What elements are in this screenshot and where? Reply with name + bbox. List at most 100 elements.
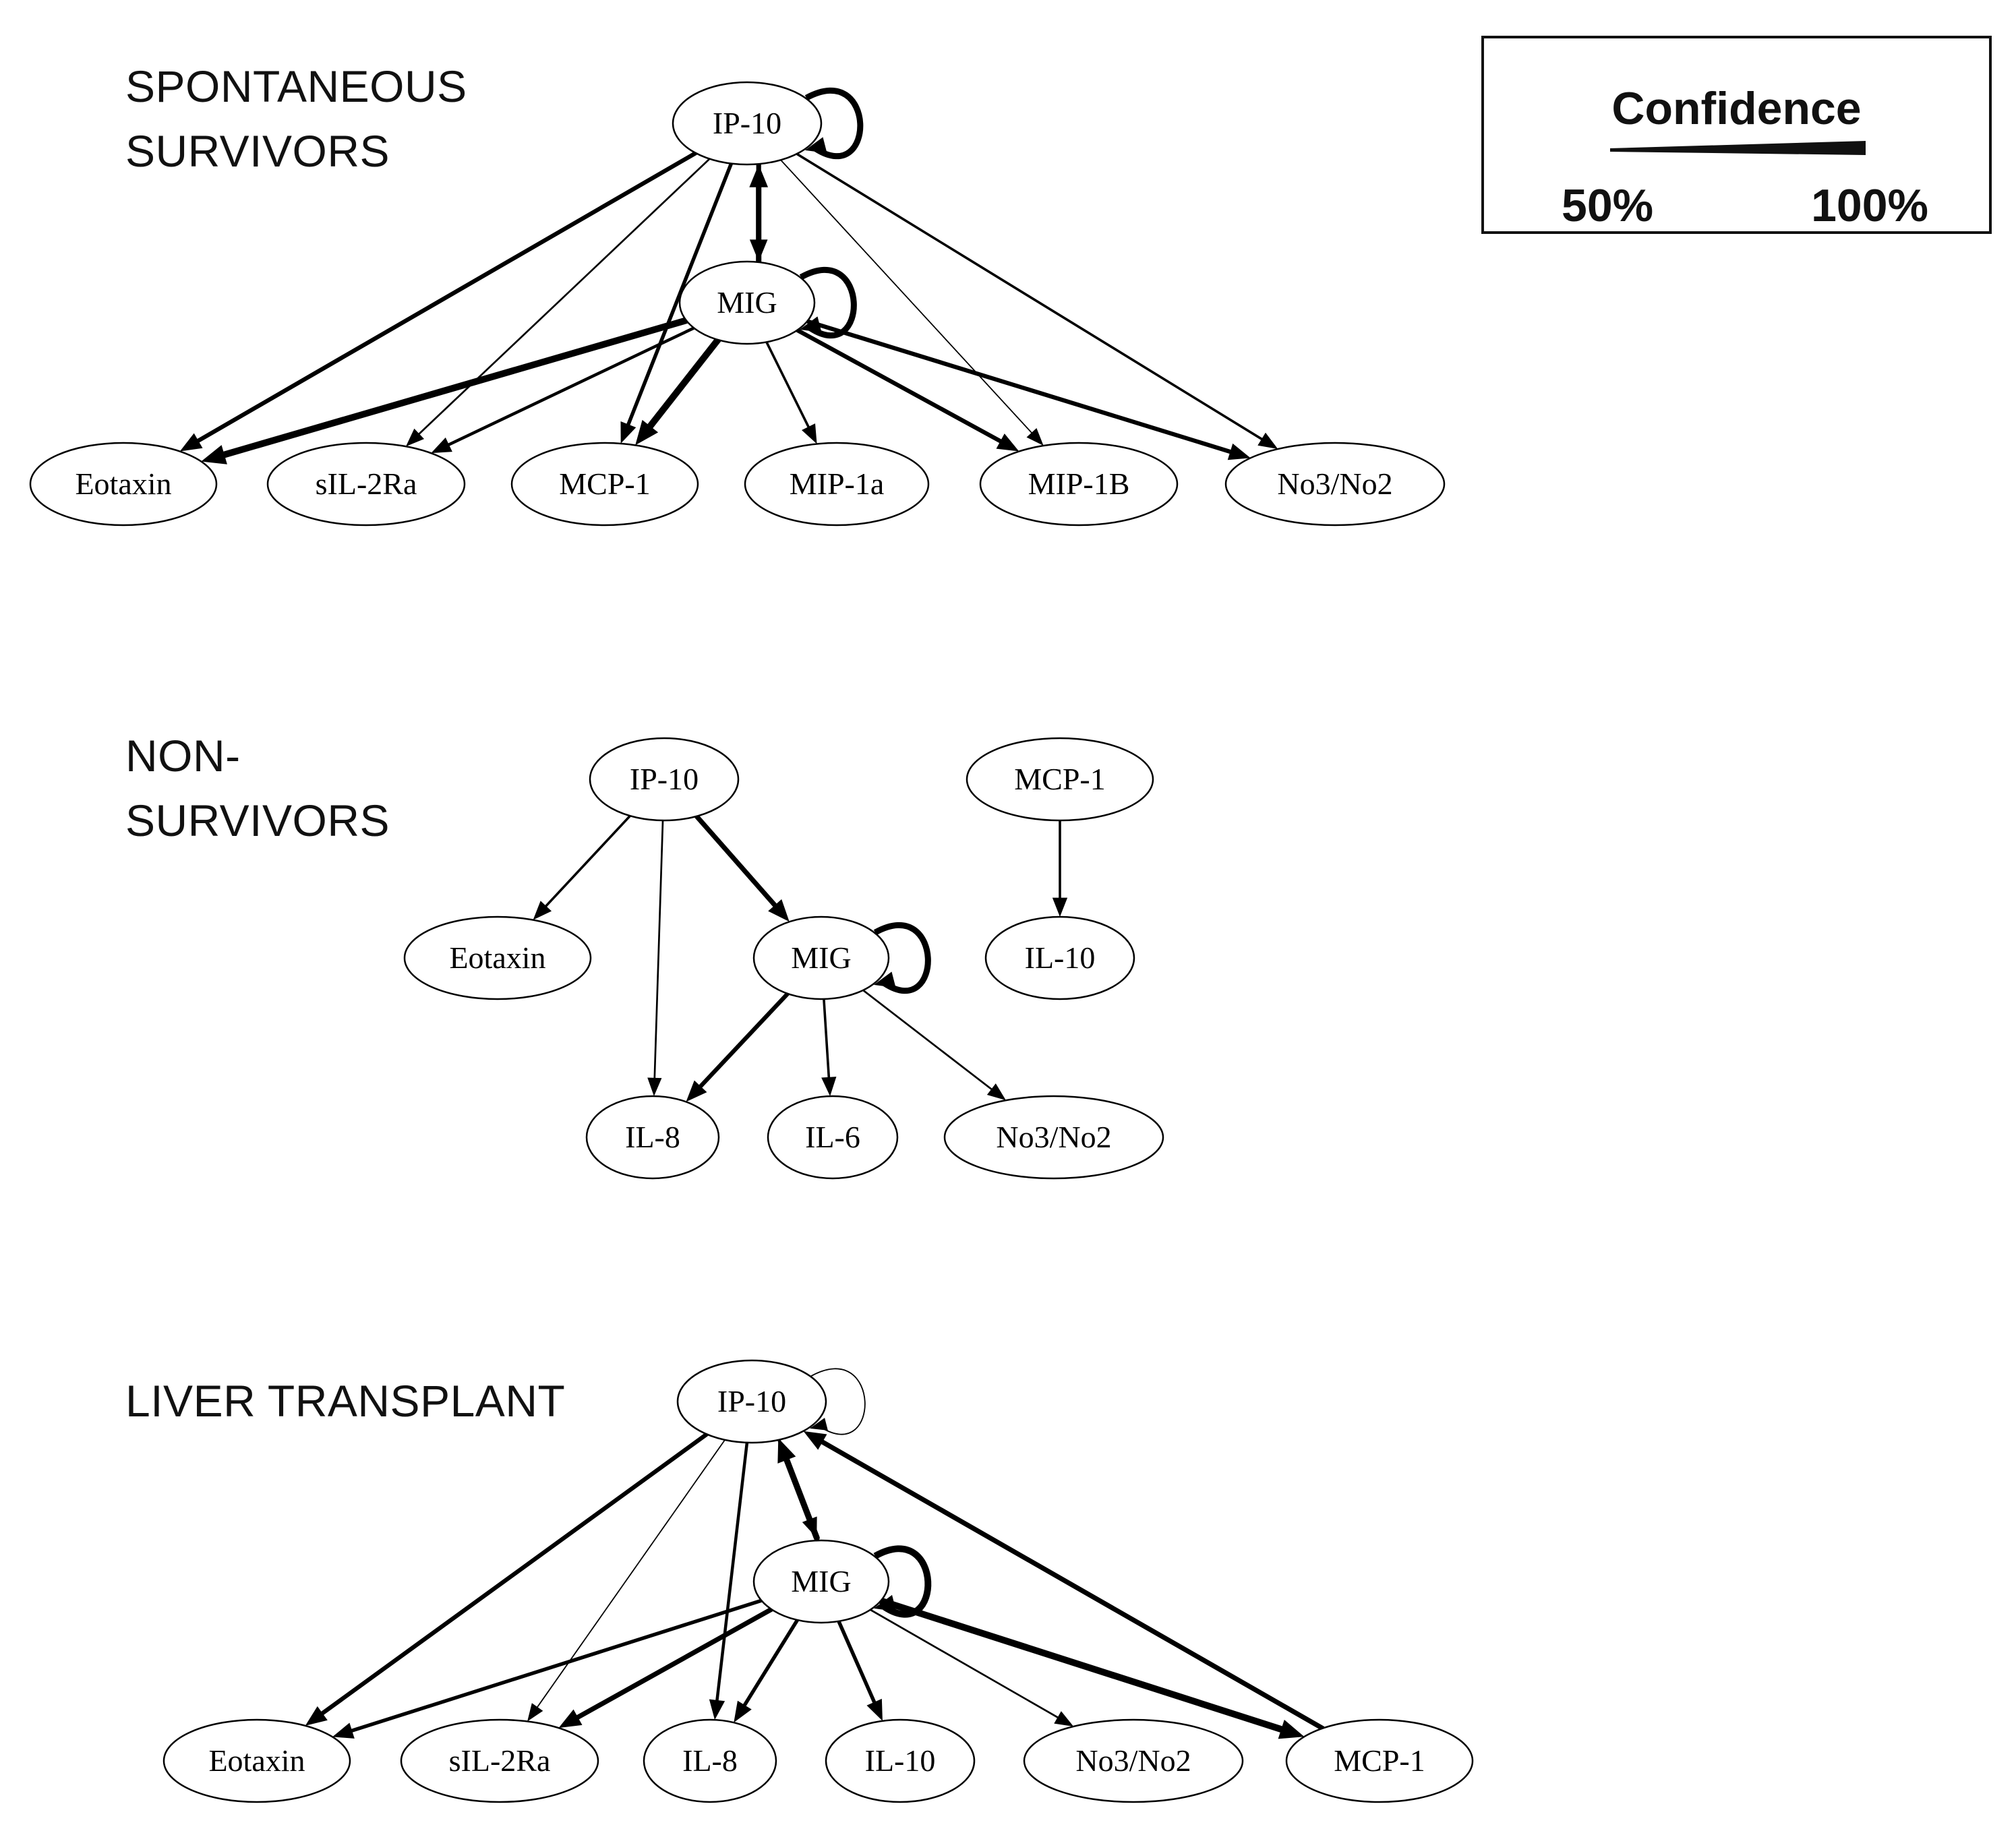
edges: [305, 1368, 1326, 1739]
node-ip10: IP-10: [589, 737, 740, 822]
node-il8-ellipse: [585, 1095, 720, 1180]
edge-mig-to-no3no2-arrow: [1054, 1711, 1074, 1726]
node-mcp1: MCP-1: [510, 442, 699, 527]
edge-ip10-to-mip1b-arrow: [1026, 427, 1044, 446]
legend-high-label: 100%: [1811, 180, 1928, 231]
edge-mig-to-mcp1: [645, 336, 721, 431]
edge-mig-to-mip1b: [795, 328, 1005, 445]
node-il10-label: IL-10: [1025, 940, 1096, 975]
node-mcp1-label: MCP-1: [1334, 1743, 1425, 1778]
node-mig: MIG: [752, 1539, 890, 1624]
edge-ip10-to-no3no2: [795, 152, 1265, 442]
edge-mig-to-ip10-arrow: [777, 1438, 796, 1464]
node-no3no2-ellipse: [1023, 1718, 1244, 1803]
edge-ip10-to-sil2ra-arrow: [405, 428, 425, 447]
node-eotaxin-label: Eotaxin: [75, 467, 171, 501]
edge-ip10-to-mcp1: [626, 161, 734, 429]
node-mcp1-ellipse: [966, 737, 1154, 822]
section-title-liver-transplant: LIVER TRANSPLANT: [125, 1376, 566, 1426]
node-mig-ellipse: [752, 1539, 890, 1624]
edge-mig-to-mcp1-arrow: [1278, 1719, 1305, 1739]
edge-mig-to-mig-arrow: [874, 971, 896, 988]
edge-mig-to-il10: [837, 1619, 877, 1706]
edge-mig-to-il6: [823, 998, 831, 1081]
node-ip10-ellipse: [676, 1359, 827, 1444]
edge-mig-to-mig: [873, 1545, 932, 1618]
confidence-legend: Confidence 50% 100%: [1481, 36, 1992, 234]
legend-title: Confidence: [1611, 83, 1862, 134]
node-sil2ra-ellipse: [400, 1718, 599, 1803]
node-mcp1: MCP-1: [966, 737, 1154, 822]
edge-ip10-to-no3no2-arrow: [1257, 432, 1278, 450]
node-il8-ellipse: [643, 1718, 777, 1803]
edge-ip10-to-eotaxin-arrow: [305, 1706, 328, 1726]
node-no3no2: No3/No2: [943, 1095, 1164, 1180]
node-il8: IL-8: [643, 1718, 777, 1803]
edge-mcp1-to-ip10: [818, 1438, 1326, 1731]
node-sil2ra-label: sIL-2Ra: [449, 1743, 551, 1778]
node-il6-label: IL-6: [805, 1120, 860, 1154]
edge-ip10-to-sil2ra: [535, 1439, 726, 1710]
node-mcp1-ellipse: [510, 442, 699, 527]
edge-mig-to-no3no2-arrow: [1227, 443, 1251, 460]
edge-ip10-to-il8: [653, 819, 664, 1081]
edge-mig-to-ip10-arrow: [749, 164, 769, 187]
edge-ip10-to-eotaxin-arrow: [179, 433, 203, 452]
edge-mig-to-eotaxin: [348, 1598, 764, 1733]
edge-ip10-to-ip10: [810, 1368, 866, 1435]
node-eotaxin-label: Eotaxin: [449, 940, 545, 975]
node-eotaxin-ellipse: [403, 915, 592, 1000]
node-eotaxin-ellipse: [162, 1718, 351, 1803]
node-mip1a: MIP-1a: [744, 442, 930, 527]
edge-ip10-to-ip10-arrow: [805, 137, 827, 154]
node-mig-label: MIG: [791, 1564, 851, 1598]
node-il10: IL-10: [984, 915, 1135, 1000]
node-eotaxin-ellipse: [29, 442, 218, 527]
edge-ip10-to-eotaxin: [318, 1432, 709, 1717]
node-il8-label: IL-8: [682, 1743, 738, 1778]
node-no3no2-ellipse: [1224, 442, 1446, 527]
edge-ip10-to-eotaxin: [194, 150, 699, 444]
edge-ip10-to-sil2ra-arrow: [527, 1703, 543, 1722]
node-il10-ellipse: [984, 915, 1135, 1000]
node-eotaxin-label: Eotaxin: [208, 1743, 305, 1778]
edge-mig-to-no3no2: [805, 319, 1235, 455]
node-no3no2: No3/No2: [1023, 1718, 1244, 1803]
edge-ip10-to-mig-arrow: [768, 899, 790, 922]
edge-ip10-to-mcp1-arrow: [620, 421, 636, 444]
edge-ip10-to-ip10: [804, 87, 864, 160]
node-ip10-ellipse: [672, 81, 823, 166]
edge-mig-to-ip10: [783, 1454, 820, 1541]
edge-mig-to-sil2ra-arrow: [558, 1709, 583, 1729]
edge-mig-to-eotaxin-arrow: [332, 1722, 355, 1739]
node-mig-label: MIG: [717, 285, 777, 320]
node-mip1b-ellipse: [979, 442, 1179, 527]
node-mip1b-label: MIP-1B: [1028, 467, 1130, 501]
edge-ip10-to-eotaxin-arrow: [533, 901, 552, 920]
node-il6: IL-6: [767, 1095, 899, 1180]
node-sil2ra: sIL-2Ra: [266, 442, 466, 527]
node-mip1a-ellipse: [744, 442, 930, 527]
node-il10: IL-10: [825, 1718, 976, 1803]
node-mig-ellipse: [752, 915, 890, 1000]
edges: [533, 814, 1068, 1102]
node-ip10-label: IP-10: [630, 762, 699, 796]
edge-mig-to-il6-arrow: [821, 1077, 837, 1097]
edge-mig-to-il8-arrow: [734, 1700, 752, 1723]
node-il10-label: IL-10: [865, 1743, 936, 1778]
edge-ip10-to-il8-arrow: [709, 1699, 725, 1720]
node-mcp1-label: MCP-1: [559, 467, 650, 501]
edge-mig-to-no3no2-arrow: [986, 1083, 1006, 1101]
edge-mcp1-to-ip10-arrow: [803, 1431, 827, 1450]
node-ip10-label: IP-10: [717, 1384, 786, 1418]
node-no3no2-label: No3/No2: [1075, 1743, 1191, 1778]
edge-mig-to-mcp1: [877, 1597, 1287, 1734]
edge-mig-to-il8: [742, 1618, 800, 1709]
node-eotaxin: Eotaxin: [29, 442, 218, 527]
node-mig-ellipse: [678, 260, 816, 345]
node-mig: MIG: [678, 260, 816, 345]
